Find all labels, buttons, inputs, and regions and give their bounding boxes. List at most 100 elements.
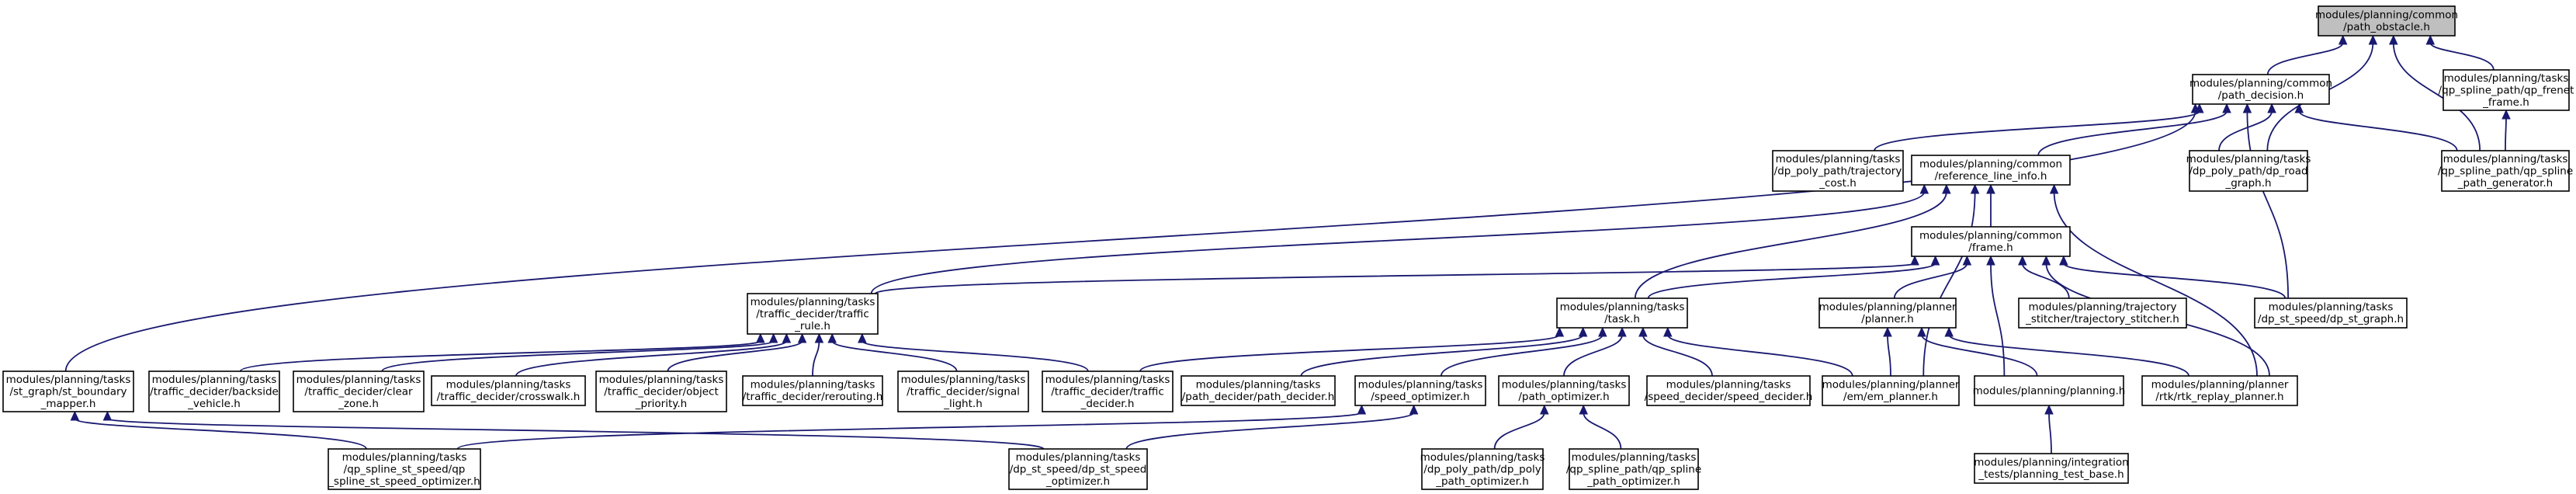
edge-traffic_rule-to-clear_zone [381,332,778,372]
node-label-line: modules/planning/tasks [2444,72,2569,85]
node-path-optimizer[interactable]: modules/planning/tasks/path_optimizer.h [1498,375,1630,406]
node-clear-zone[interactable]: modules/planning/tasks/traffic_decider/c… [293,370,425,412]
edge-planning-to-planning_test_base [2044,404,2054,454]
node-label-line: _light.h [943,398,983,410]
edge-reference_line_info-to-traffic_rule [870,183,1929,294]
edge-reference_line_info-to-rtk_replay_planner [2049,183,2258,377]
node-reference-line-info[interactable]: modules/planning/common/reference_line_i… [1911,155,2071,186]
node-path-decision[interactable]: modules/planning/common/path_decision.h [2189,74,2332,105]
node-rerouting[interactable]: modules/planning/tasks/traffic_decider/r… [742,375,883,406]
node-backside-vehicle[interactable]: modules/planning/tasks/traffic_decider/b… [148,370,280,412]
node-dp-poly-path-optimizer[interactable]: modules/planning/tasks/dp_poly_path/dp_p… [1420,448,1545,490]
node-label-line: /planner.h [1861,313,1914,325]
node-label-line: _path_optimizer.h [1586,475,1680,488]
node-label-line: /path_decider/path_decider.h [1182,391,1335,403]
node-label-line: _rule.h [794,320,830,332]
node-box [2189,150,2308,192]
node-label-line: modules/planning/planner [1822,379,1960,391]
node-label-line: _optimizer.h [1045,475,1110,488]
node-dp-trajectory-cost[interactable]: modules/planning/tasks/dp_poly_path/traj… [1772,150,1904,192]
node-label-line: modules/planning/planning.h [1973,384,2126,397]
node-dp-st-speed-optimizer[interactable]: modules/planning/tasks/dp_st_speed/dp_st… [1008,448,1148,490]
node-trajectory-stitcher[interactable]: modules/planning/trajectory_stitcher/tra… [2018,297,2187,329]
node-box [1818,297,1957,329]
node-label-line: /qp_spline_st_speed/qp [344,463,466,475]
node-label-line: _decider.h [1080,398,1135,410]
node-task[interactable]: modules/planning/tasks/task.h [1556,297,1688,329]
node-path-decider[interactable]: modules/planning/tasks/path_decider/path… [1181,375,1336,406]
node-label-line: modules/planning/tasks [751,296,875,308]
edge-task-to-path_decider [1300,326,1588,377]
node-box [1772,150,1904,192]
node-label-line: modules/planning/tasks [446,379,571,391]
node-frame[interactable]: modules/planning/common/frame.h [1911,226,2071,257]
edge-path_optimizer-to-qp_spline_path_optimizer [1579,404,1622,450]
node-label-line: _path_optimizer.h [1435,475,1529,488]
node-label-line: modules/planning/tasks [2269,301,2394,314]
edge-traffic_rule-to-object_priority [667,332,807,372]
edge-planner-to-em_planner [1883,326,1892,377]
node-signal-light[interactable]: modules/planning/tasks/traffic_decider/s… [897,370,1029,412]
node-label-line: /traffic_decider/clear [304,385,413,398]
edge-task-to-path_optimizer [1563,326,1627,377]
node-path-obstacle: modules/planning/common/path_obstacle.h [2315,5,2458,37]
node-label-line: modules/planning/tasks [1502,379,1627,391]
edge-reference_line_info-to-task [1634,183,1951,299]
node-label-line: /traffic_decider/traffic [1051,385,1164,398]
node-em-planner[interactable]: modules/planning/planner/em/em_planner.h [1822,375,1960,406]
node-label-line: /path_decision.h [2218,89,2304,102]
node-box [1911,226,2071,257]
node-box [328,448,481,490]
edge-speed_optimizer-to-dp_st_speed_optimizer [1125,404,1419,450]
node-label-line: /frame.h [1968,242,2013,254]
node-label-line: /traffic_decider/crosswalk.h [437,391,581,403]
node-qp-spline-st-speed-optimizer[interactable]: modules/planning/tasks/qp_spline_st_spee… [328,448,481,490]
node-dp-st-graph[interactable]: modules/planning/tasks/dp_st_speed/dp_st… [2254,297,2408,329]
node-dp-road-graph[interactable]: modules/planning/tasks/dp_poly_path/dp_r… [2186,150,2311,192]
node-object-priority[interactable]: modules/planning/tasks/traffic_decider/o… [595,370,727,412]
node-label-line: _priority.h [635,398,687,410]
edge-frame-to-traffic_rule [874,255,1919,294]
edge-path_optimizer-to-dp_poly_path_optimizer [1493,404,1549,450]
node-label-line: _zone.h [338,398,379,410]
edge-path_obstacle-to-qp_spline_path_generator [2389,34,2481,151]
edge-planner-to-planning [1917,326,2038,377]
node-rtk-replay-planner[interactable]: modules/planning/planner/rtk/rtk_replay_… [2141,375,2298,406]
node-planning-test-base[interactable]: modules/planning/integration_tests/plann… [1974,453,2129,484]
node-label-line: /rtk/rtk_replay_planner.h [2155,391,2283,403]
node-label-line: /qp_spline_path/qp_spline [2438,165,2573,177]
edge-reference_line_info-to-frame [1986,183,1995,228]
node-qp-frenet-frame[interactable]: modules/planning/tasks/qp_spline_path/qp… [2439,69,2574,111]
node-label-line: /traffic_decider/rerouting.h [743,391,883,403]
node-label-line: modules/planning/integration [1974,457,2128,469]
edge-task-to-speed_decider [1638,326,1713,377]
node-speed-decider[interactable]: modules/planning/tasks/speed_decider/spe… [1645,375,1813,406]
node-planning[interactable]: modules/planning/planning.h [1973,375,2126,406]
edge-qp_frenet_frame-to-qp_spline_path_generator [2501,109,2511,151]
node-traffic-decider[interactable]: modules/planning/tasks/traffic_decider/t… [1042,370,1174,412]
node-label-line: modules/planning/tasks [1666,379,1791,391]
node-label-line: _vehicle.h [187,398,241,410]
edge-st_boundary_mapper-to-dp_st_speed_optimizer [102,410,1045,450]
node-label-line: /dp_st_speed/dp_st_speed [1010,463,1147,475]
node-crosswalk[interactable]: modules/planning/tasks/traffic_decider/c… [431,375,586,406]
node-planner[interactable]: modules/planning/planner/planner.h [1818,297,1957,329]
node-traffic-rule[interactable]: modules/planning/tasks/traffic_decider/t… [747,293,879,335]
node-speed-optimizer[interactable]: modules/planning/tasks/speed_optimizer.h [1354,375,1486,406]
node-qp-spline-path-generator[interactable]: modules/planning/tasks/qp_spline_path/qp… [2438,150,2573,192]
node-label-line: /st_graph/st_boundary [9,385,127,398]
node-box [1974,453,2129,484]
node-box [1181,375,1336,406]
node-box [1421,448,1544,490]
node-label-line: modules/planning/tasks [2186,153,2311,165]
edge-traffic_rule-to-backside_vehicle [239,332,765,372]
node-st-boundary-mapper[interactable]: modules/planning/tasks/st_graph/st_bound… [2,370,134,412]
node-label-line: modules/planning/tasks [152,374,277,386]
node-qp-spline-path-optimizer[interactable]: modules/planning/tasks/qp_spline_path/qp… [1566,448,1701,490]
node-label-line: /speed_optimizer.h [1371,391,1469,403]
node-box [2192,74,2330,105]
edge-path_decision-to-reference_line_info [2037,103,2231,156]
edge-planner-to-rtk_replay_planner [1944,326,2189,377]
node-label-line: modules/planning/planner [1819,301,1957,314]
node-label-line: /traffic_decider/backside [150,385,279,398]
